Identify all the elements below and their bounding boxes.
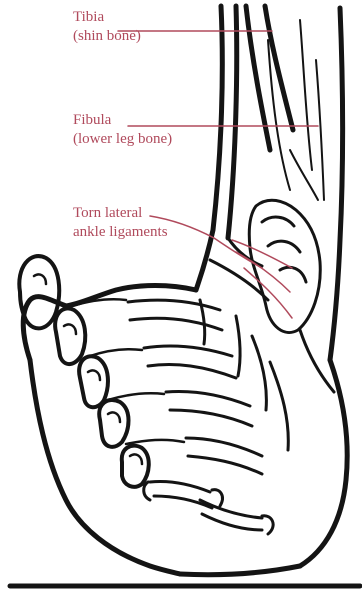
tibia-label-line2: (shin bone) [73,27,141,46]
phalanx-bones [144,481,273,534]
toe-outlines [19,256,148,487]
torn-ligaments-label-line1: Torn lateral [73,204,168,223]
tibia-shaft-lines [268,20,324,200]
torn-ligaments-label-line2: ankle ligaments [73,223,168,242]
metatarsal-bones [128,300,288,474]
tibia-label-line1: Tibia [73,8,141,27]
fibula-label-line1: Fibula [73,111,172,130]
foot-outline [23,286,196,575]
fibula-label-line2: (lower leg bone) [73,130,172,149]
torn-ligaments-label: Torn lateral ankle ligaments [73,204,168,242]
fibula-label: Fibula (lower leg bone) [73,111,172,149]
tibia-label: Tibia (shin bone) [73,8,141,46]
